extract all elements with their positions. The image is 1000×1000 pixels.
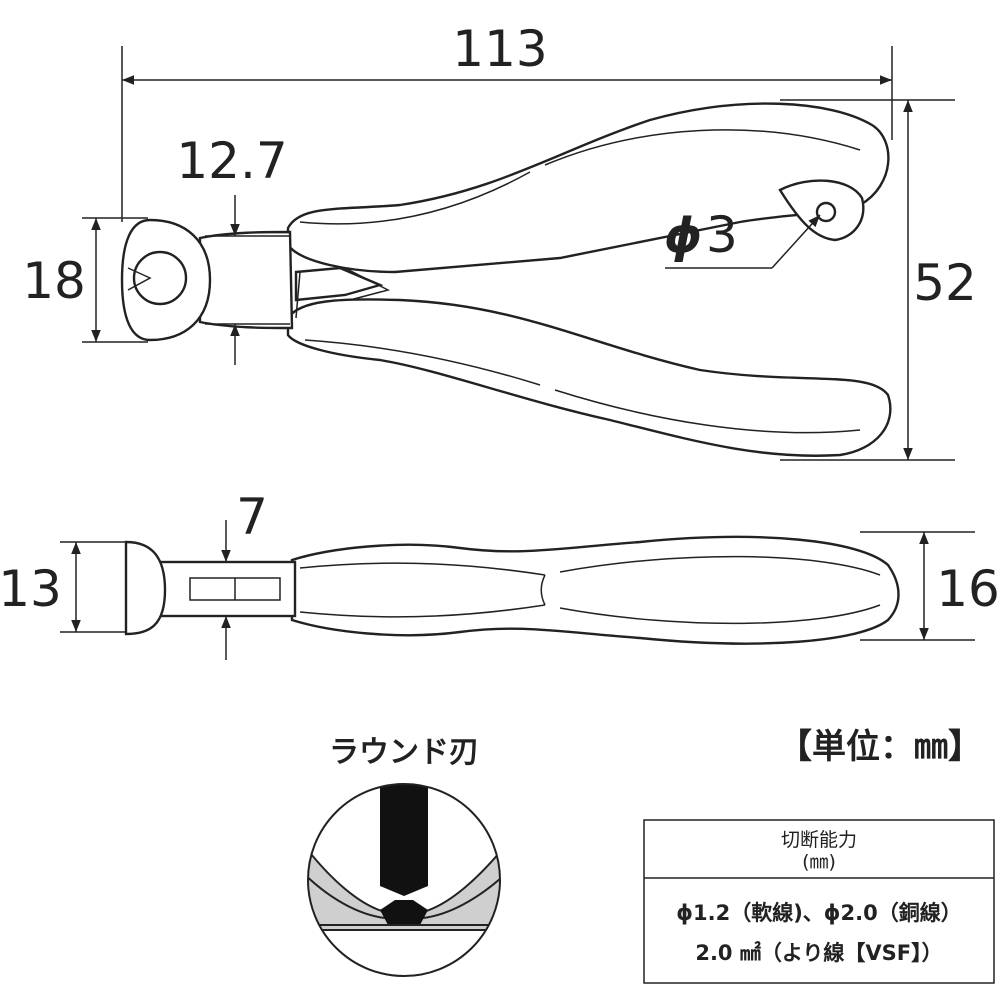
pliers-top-view xyxy=(124,535,900,645)
pliers-side-view xyxy=(120,102,892,457)
top-view-neck xyxy=(158,560,297,618)
dim-113-label: 113 xyxy=(452,20,547,78)
unit-label: 【単位：㎜】 xyxy=(778,727,982,767)
cutter-jaw-opening xyxy=(132,250,188,306)
upper-handle xyxy=(286,102,890,274)
dim-12-7-label: 12.7 xyxy=(176,132,287,190)
phi-symbol: ϕ xyxy=(664,208,702,264)
table-header-unit: (㎜) xyxy=(802,851,836,873)
top-view-handle xyxy=(290,535,900,645)
dim-head-height: 18 xyxy=(22,217,148,343)
dim-7-label: 7 xyxy=(236,488,268,546)
dim-hole-diameter: ϕ 3 xyxy=(664,206,821,269)
dim-52-label: 52 xyxy=(913,254,977,312)
blade-type-label: ラウンド刃 xyxy=(329,735,479,770)
table-header-title: 切断能力 xyxy=(781,829,857,851)
lower-handle xyxy=(286,298,892,457)
table-row-stranded-wire: 2.0 ㎟（より線【VSF】） xyxy=(695,941,942,965)
cutting-capacity-table: 切断能力 (㎜) ϕ1.2（軟線)、ϕ2.0（銅線） 2.0 ㎟（より線【VSF… xyxy=(643,819,995,984)
top-view-head xyxy=(124,540,167,636)
table-row-wire-diameter: ϕ1.2（軟線)、ϕ2.0（銅線） xyxy=(676,901,961,925)
dim-head-thickness: 7 xyxy=(221,488,268,660)
dim-handle-thickness: 16 xyxy=(860,531,1000,641)
dim-3-label: 3 xyxy=(706,206,738,264)
dim-jaw-thickness: 13 xyxy=(0,541,126,633)
dim-18-label: 18 xyxy=(22,252,86,310)
dim-jaw-width: 12.7 xyxy=(176,132,290,365)
round-blade-detail xyxy=(307,783,501,977)
dim-13-label: 13 xyxy=(0,560,62,618)
dim-handle-span: 52 xyxy=(780,99,977,461)
dim-16-label: 16 xyxy=(936,560,1000,618)
cutter-neck xyxy=(198,230,294,330)
dim-overall-length: 113 xyxy=(121,20,893,222)
hanging-hole xyxy=(815,201,837,223)
